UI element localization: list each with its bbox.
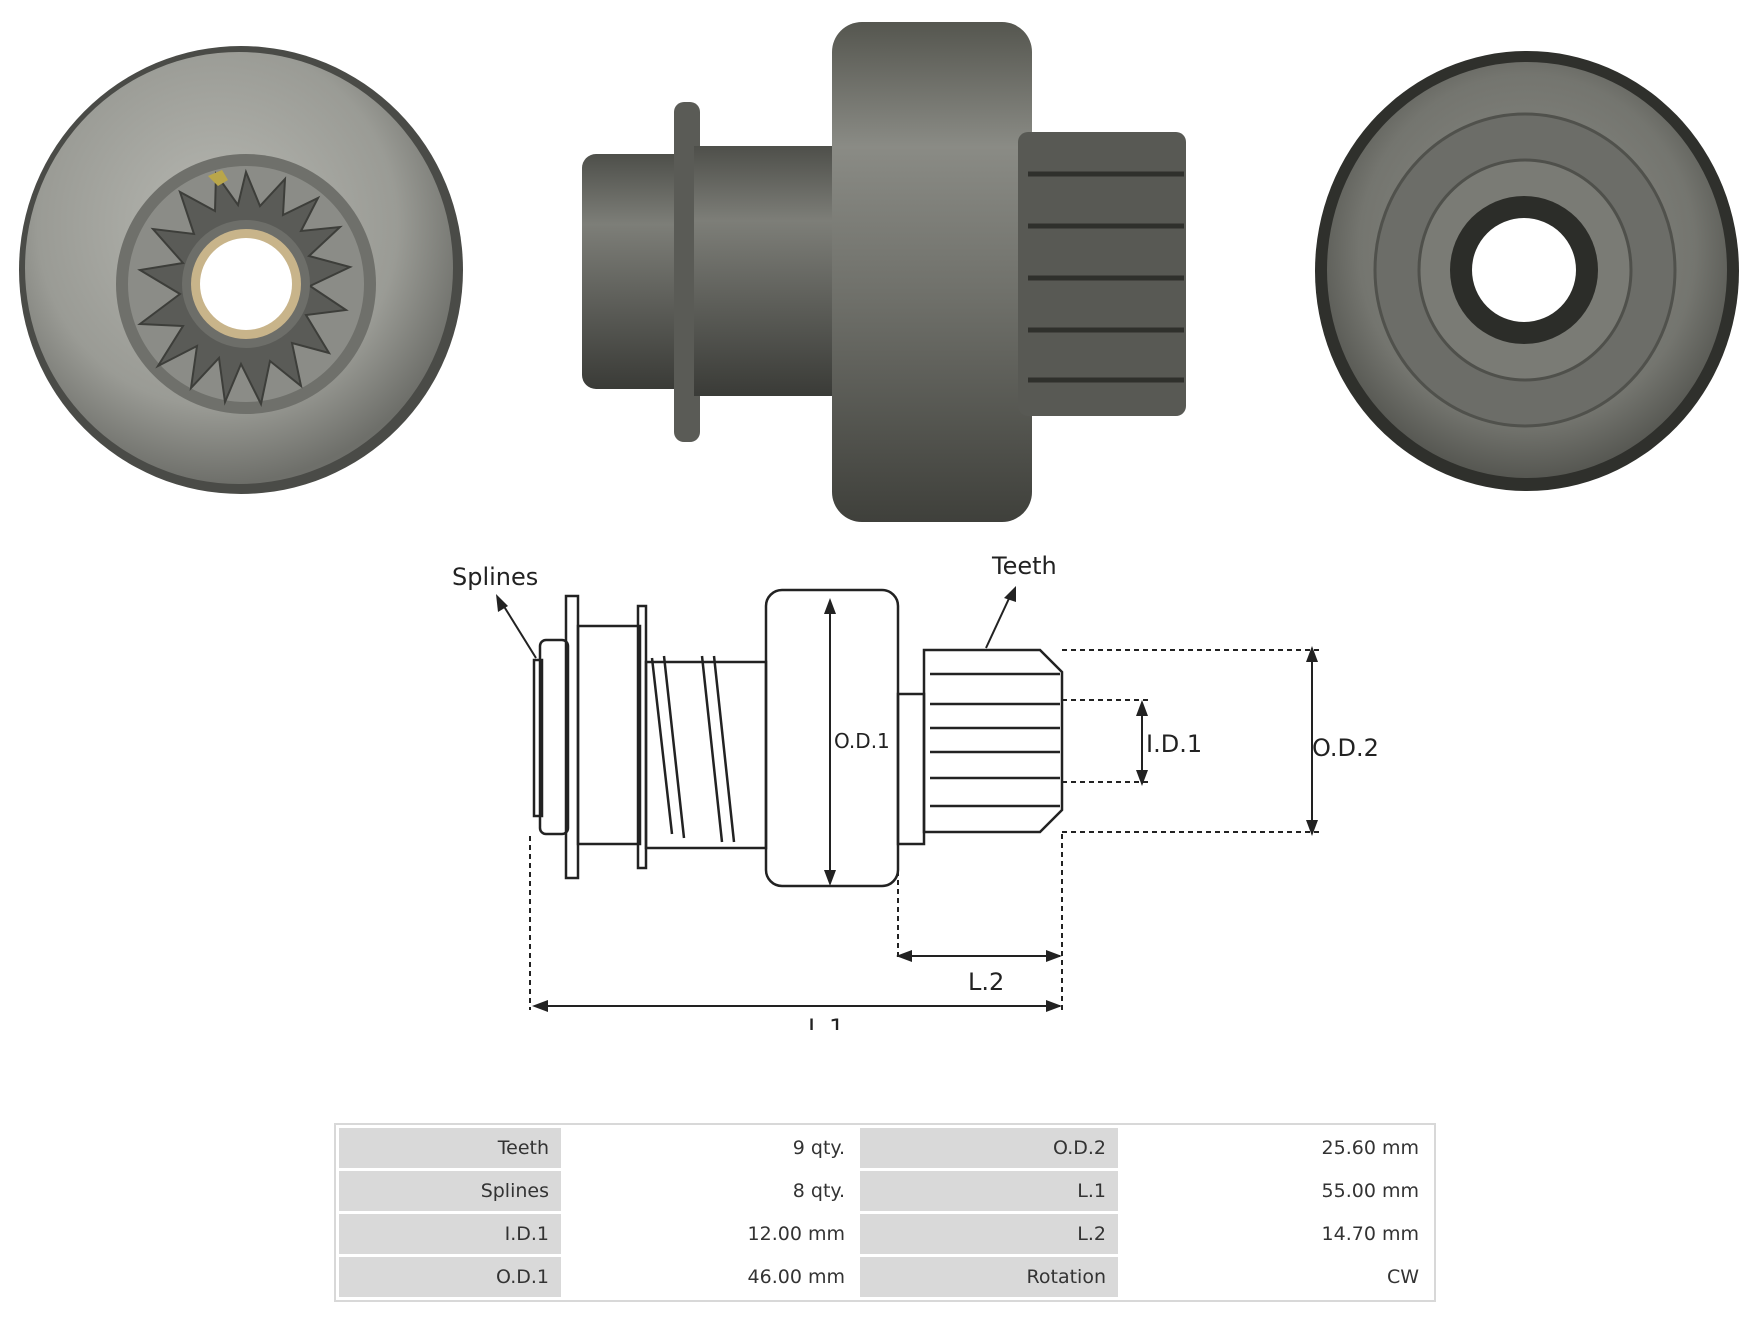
od1-label: O.D.1: [834, 729, 890, 753]
l2-label: L.2: [968, 968, 1004, 996]
spec-value: 46.00 mm: [564, 1257, 857, 1297]
table-row: O.D.1 46.00 mm Rotation CW: [339, 1257, 1431, 1297]
splines-label: Splines: [452, 563, 538, 591]
table-row: Splines 8 qty. L.1 55.00 mm: [339, 1171, 1431, 1211]
spec-key: O.D.2: [860, 1128, 1118, 1168]
spec-table: Teeth 9 qty. O.D.2 25.60 mm Splines 8 qt…: [334, 1123, 1436, 1302]
spec-key: I.D.1: [339, 1214, 561, 1254]
spec-value: 8 qty.: [564, 1171, 857, 1211]
rear-view-photo: [1315, 51, 1739, 491]
side-view-photo: [582, 22, 1186, 522]
spec-key: L.2: [860, 1214, 1118, 1254]
spec-key: Splines: [339, 1171, 561, 1211]
table-row: I.D.1 12.00 mm L.2 14.70 mm: [339, 1214, 1431, 1254]
spec-value: 25.60 mm: [1121, 1128, 1431, 1168]
spec-key: Rotation: [860, 1257, 1118, 1297]
od2-label: O.D.2: [1312, 734, 1379, 762]
front-view-photo: [19, 46, 463, 494]
teeth-label: Teeth: [991, 552, 1057, 580]
spec-key: Teeth: [339, 1128, 561, 1168]
spec-value: 9 qty.: [564, 1128, 857, 1168]
spec-value: CW: [1121, 1257, 1431, 1297]
id1-label: I.D.1: [1146, 730, 1202, 758]
spec-value: 14.70 mm: [1121, 1214, 1431, 1254]
spec-value: 12.00 mm: [564, 1214, 857, 1254]
spec-key: O.D.1: [339, 1257, 561, 1297]
l1-label: L.1: [808, 1014, 844, 1030]
spec-key: L.1: [860, 1171, 1118, 1211]
dimension-diagram: Splines Teeth O.D.1 I.D.1 O.D.2 L.2 L.1: [452, 552, 1379, 1030]
spec-value: 55.00 mm: [1121, 1171, 1431, 1211]
table-row: Teeth 9 qty. O.D.2 25.60 mm: [339, 1128, 1431, 1168]
